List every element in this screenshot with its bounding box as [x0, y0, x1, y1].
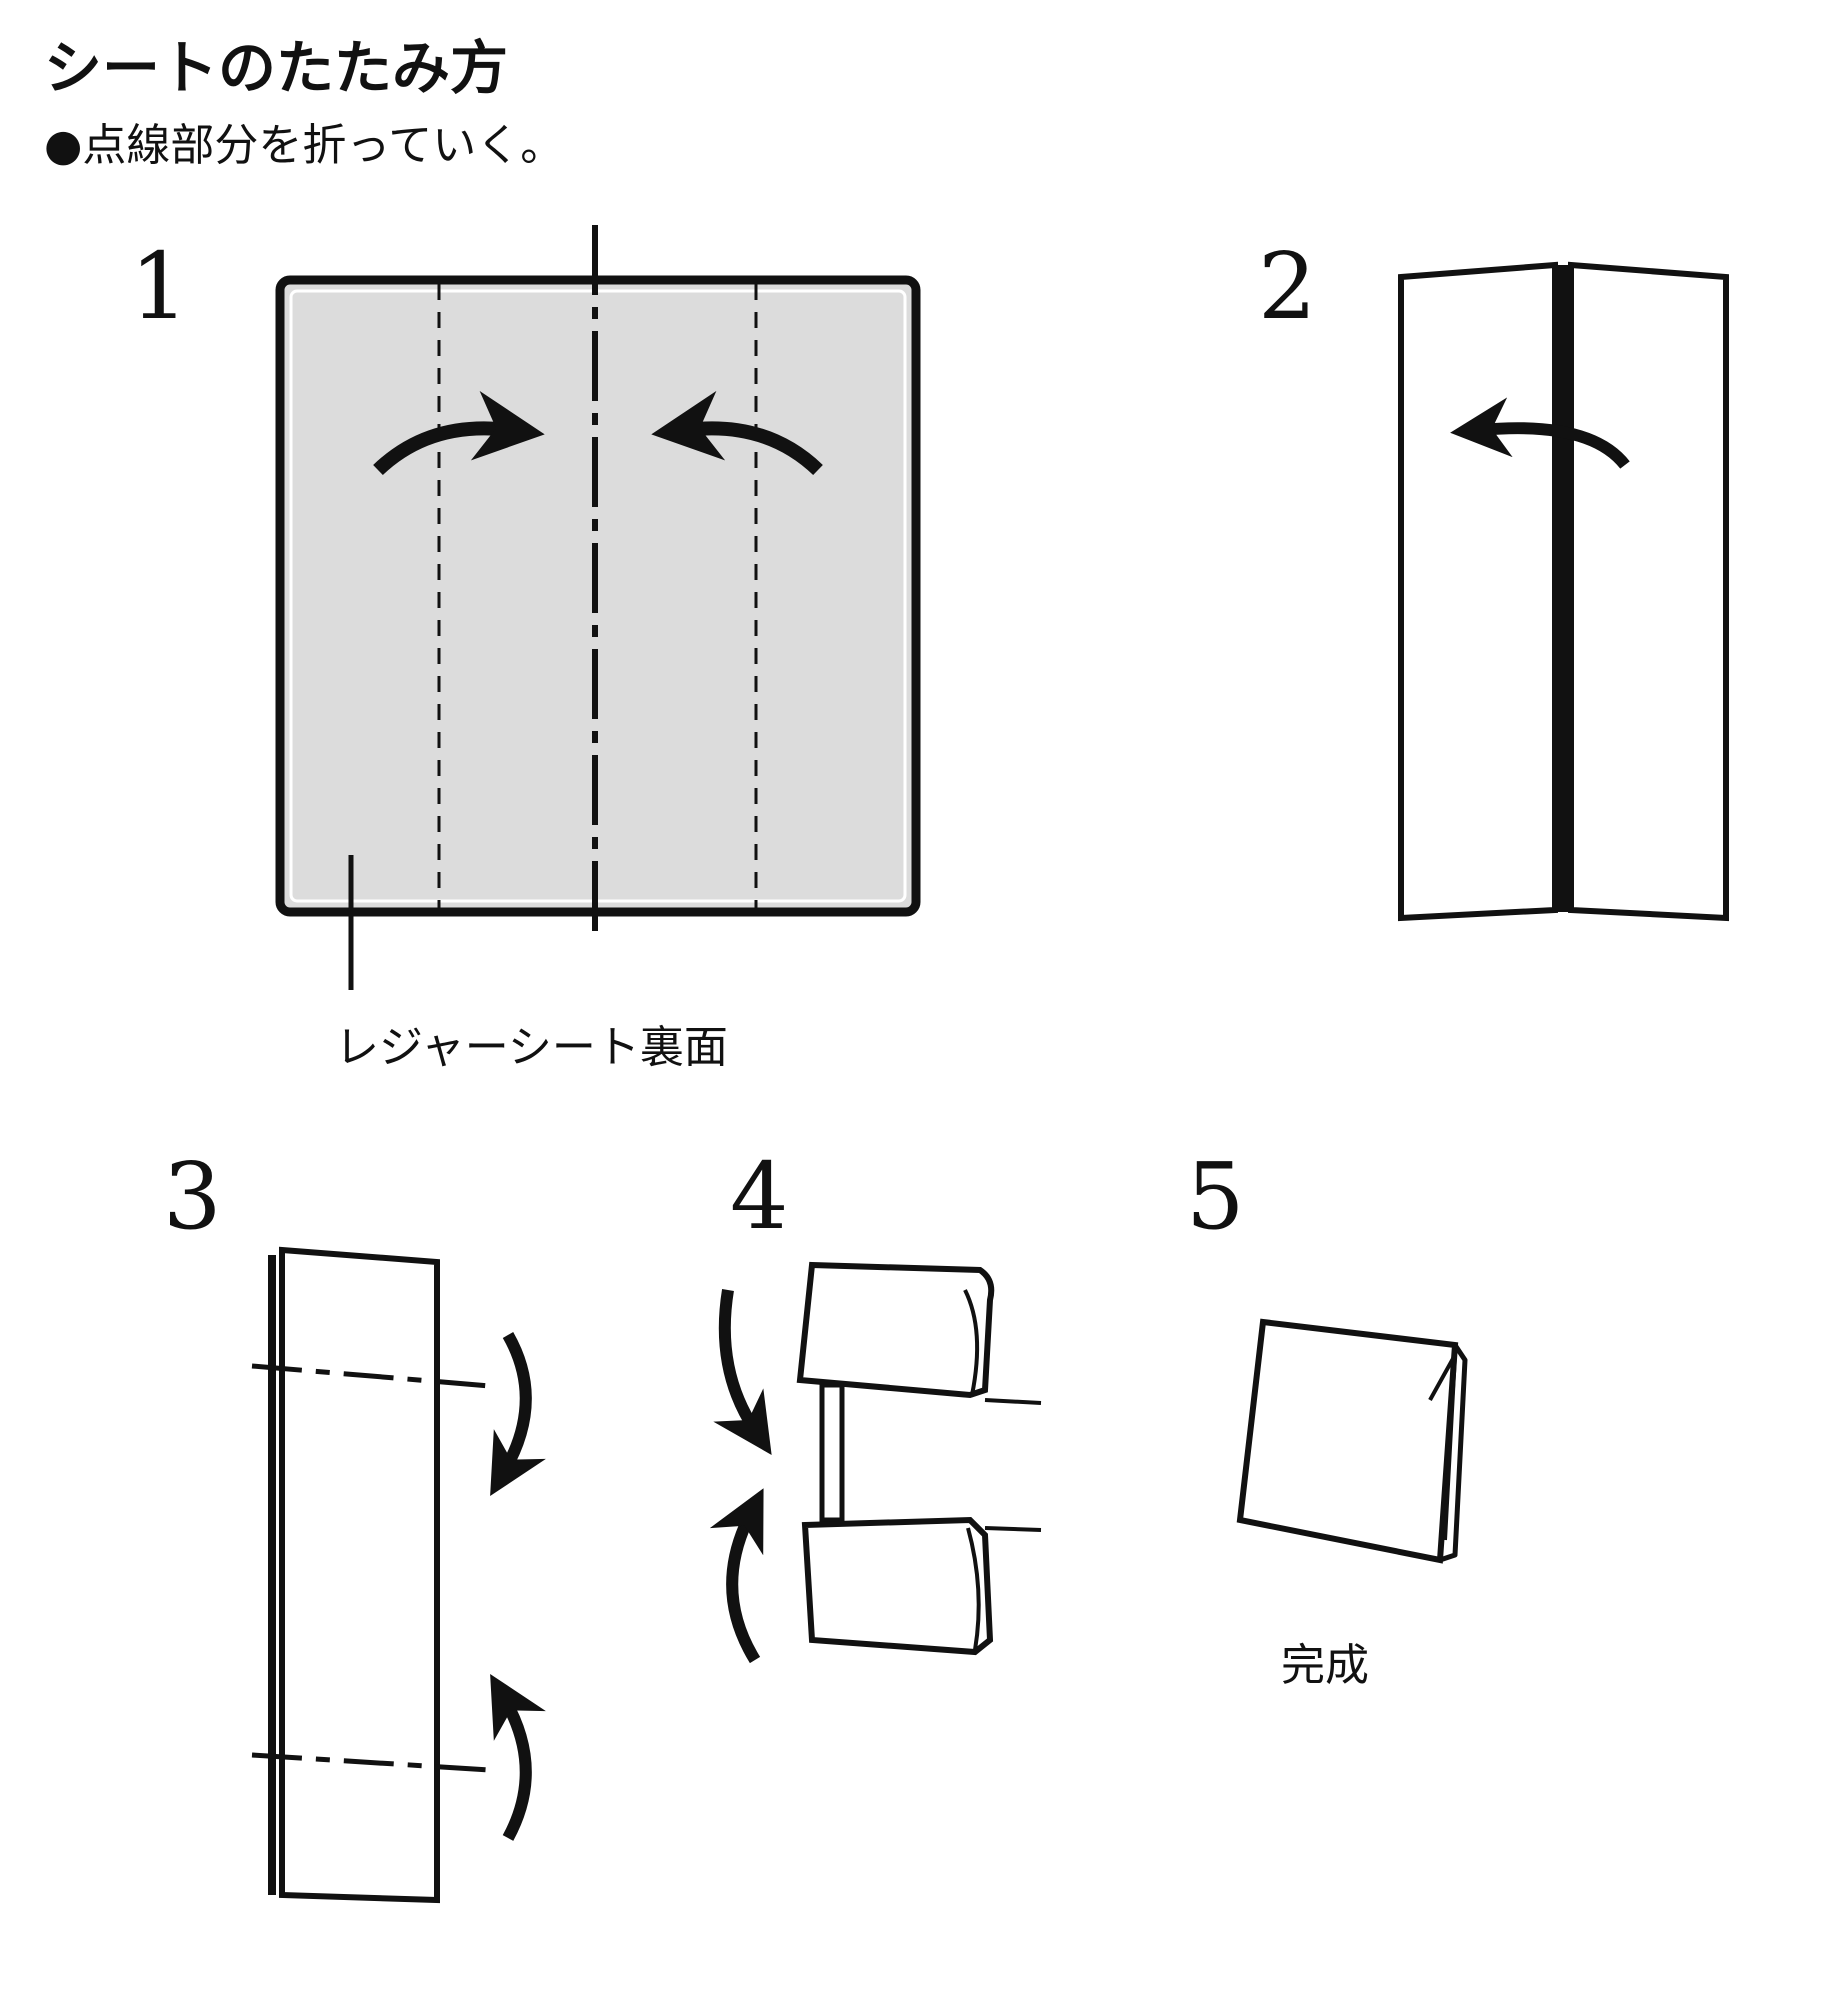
flap-curl: [963, 1289, 980, 1396]
flap-curl: [966, 1527, 981, 1651]
step-2: 2: [1258, 233, 1729, 922]
folded-strip: [279, 1246, 440, 1904]
sheet-back-label: レジャーシート裏面: [335, 1022, 728, 1073]
step-number: 4: [730, 1143, 789, 1250]
fold-edge: [1428, 1353, 1457, 1541]
step-1: 1 レジャーシート裏面: [130, 225, 921, 1073]
complete-label: 完成: [1281, 1640, 1369, 1691]
fold-arrow-up: [709, 1488, 764, 1664]
fold-line-top: [251, 1363, 491, 1389]
step-5: 5 完成: [1186, 1143, 1468, 1691]
fold-arrow-left: [651, 390, 823, 476]
page-title: シートのたたみ方: [44, 34, 508, 102]
bottom-fold-flap: [801, 1516, 994, 1656]
step-number: 1: [130, 233, 189, 340]
strip-middle: [819, 1382, 845, 1523]
fold-arrow-right: [373, 390, 545, 476]
right-panel: [1568, 261, 1729, 922]
step-number: 3: [163, 1143, 222, 1250]
folded-sheet: [1236, 1318, 1459, 1564]
fold-guide: [984, 1526, 1042, 1532]
step-number: 2: [1258, 233, 1317, 340]
fold-arrow-left: [1450, 397, 1630, 469]
step-number: 5: [1186, 1143, 1245, 1250]
fold-arrow-up: [490, 1673, 546, 1841]
step-4: 4: [709, 1143, 1042, 1664]
fold-line-bottom: [251, 1752, 491, 1773]
instruction-text: ●点線部分を折っていく。: [44, 120, 564, 171]
top-fold-flap: [796, 1261, 995, 1399]
fold-arrow-down: [713, 1289, 772, 1455]
folded-layers: [1439, 1343, 1468, 1563]
left-panel: [1398, 261, 1558, 922]
step-3: 3: [163, 1143, 546, 1904]
fold-arrow-down: [490, 1332, 546, 1497]
fold-guide: [984, 1398, 1042, 1405]
